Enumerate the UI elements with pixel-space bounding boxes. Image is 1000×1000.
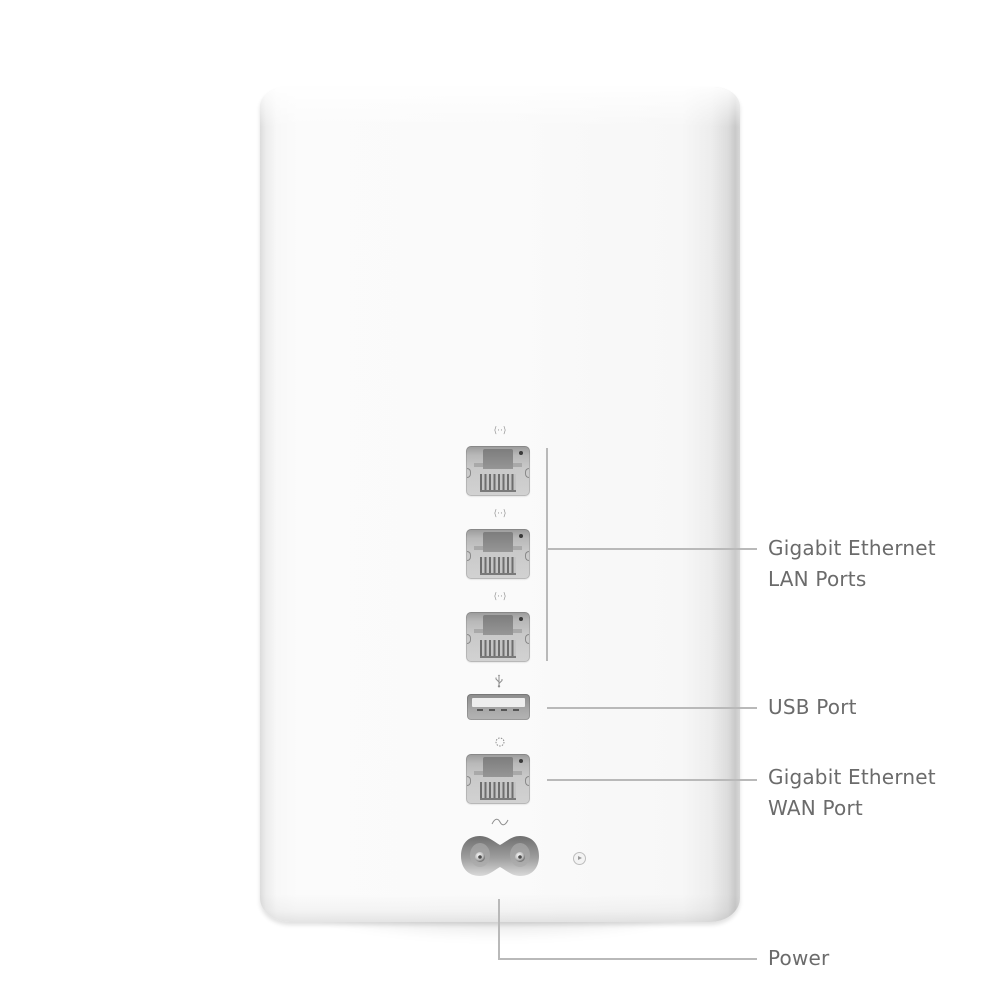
port-notch xyxy=(525,776,529,786)
lan-leader-line xyxy=(547,548,757,550)
usb-port-label: USB Port xyxy=(768,692,857,723)
port-notch xyxy=(467,468,471,478)
port-latch xyxy=(483,449,513,469)
wan-circle-icon xyxy=(480,736,520,751)
lan-arrows-icon: ⟨··⟩ xyxy=(493,592,507,602)
base-station-body xyxy=(260,87,740,922)
lan-label-line2: LAN Ports xyxy=(768,567,867,591)
wan-port xyxy=(466,754,530,804)
port-pins xyxy=(480,782,516,800)
power-socket-graphic xyxy=(461,836,539,876)
power-socket xyxy=(460,834,540,878)
wan-leader-line xyxy=(547,779,757,781)
power-label: Power xyxy=(768,943,829,974)
usb-icon xyxy=(479,674,519,689)
lan-port-1 xyxy=(466,446,530,496)
port-notch xyxy=(525,551,529,561)
port-notch xyxy=(525,634,529,644)
lan-port-2 xyxy=(466,529,530,579)
port-pins xyxy=(480,474,516,492)
power-label-line1: Power xyxy=(768,946,830,970)
port-notch xyxy=(467,551,471,561)
lan-bracket-line xyxy=(546,448,548,661)
wan-circle-glyph xyxy=(495,737,505,747)
port-latch xyxy=(483,615,513,635)
port-notch xyxy=(467,776,471,786)
port-led xyxy=(519,534,523,538)
port-pins xyxy=(480,640,516,658)
lan-ports-label: Gigabit Ethernet LAN Ports xyxy=(768,533,936,595)
reset-triangle-icon xyxy=(573,852,586,865)
port-latch xyxy=(483,532,513,552)
bottom-edge xyxy=(260,894,740,922)
port-pins xyxy=(480,557,516,575)
usb-icon-glyph xyxy=(495,674,503,688)
usb-label-line1: USB Port xyxy=(768,695,857,719)
wan-label-line1: Gigabit Ethernet xyxy=(768,765,936,789)
ac-wave-icon xyxy=(480,818,520,829)
port-led xyxy=(519,759,523,763)
wan-label-line2: WAN Port xyxy=(768,796,863,820)
power-leader-vertical xyxy=(498,899,500,959)
port-notch xyxy=(525,468,529,478)
lan-arrows-icon: ⟨··⟩ xyxy=(493,426,507,436)
usb-port xyxy=(467,694,530,720)
port-latch xyxy=(483,757,513,777)
lan-arrows-icon: ⟨··⟩ xyxy=(493,509,507,519)
usb-contacts xyxy=(477,709,520,711)
wan-port-label: Gigabit Ethernet WAN Port xyxy=(768,762,936,824)
lan-port-3 xyxy=(466,612,530,662)
port-led xyxy=(519,451,523,455)
ac-wave-glyph xyxy=(491,818,509,826)
port-notch xyxy=(467,634,471,644)
power-leader-horizontal xyxy=(498,958,757,960)
usb-tongue xyxy=(472,698,525,707)
top-highlight xyxy=(260,87,740,127)
usb-leader-line xyxy=(547,707,757,709)
port-led xyxy=(519,617,523,621)
lan-label-line1: Gigabit Ethernet xyxy=(768,536,936,560)
